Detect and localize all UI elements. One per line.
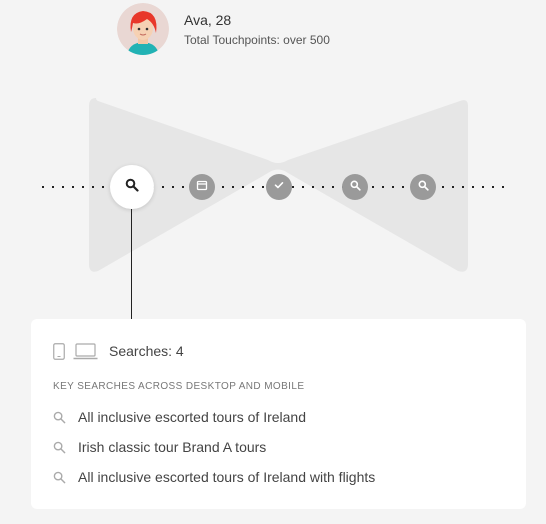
- mobile-icon: [53, 343, 65, 365]
- journey-node-search[interactable]: [410, 174, 436, 200]
- search-item[interactable]: All inclusive escorted tours of Ireland …: [53, 469, 375, 485]
- searches-count: Searches: 4: [109, 343, 184, 359]
- search-item[interactable]: Irish classic tour Brand A tours: [53, 439, 266, 455]
- section-title: KEY SEARCHES ACROSS DESKTOP AND MOBILE: [53, 381, 305, 392]
- avatar: [117, 3, 169, 55]
- timeline-dotted-line: [42, 186, 512, 188]
- search-icon: [418, 178, 429, 196]
- journey-node-search-active[interactable]: [110, 165, 154, 209]
- node-connector-line: [131, 209, 132, 319]
- touchpoints-label: Total Touchpoints: over 500: [184, 33, 330, 47]
- check-icon: [273, 178, 285, 196]
- device-icons: [53, 343, 98, 365]
- search-icon: [350, 178, 361, 196]
- journey-node-calendar[interactable]: [189, 174, 215, 200]
- journey-node-search[interactable]: [342, 174, 368, 200]
- search-text: All inclusive escorted tours of Ireland …: [78, 469, 376, 485]
- laptop-icon: [73, 343, 98, 365]
- search-text: All inclusive escorted tours of Ireland: [78, 409, 306, 425]
- bowtie-shape: [89, 98, 468, 272]
- search-detail-card: Searches: 4 KEY SEARCHES ACROSS DESKTOP …: [31, 319, 526, 509]
- search-icon: [125, 178, 139, 197]
- search-icon: [53, 440, 67, 454]
- search-text: Irish classic tour Brand A tours: [78, 439, 267, 455]
- search-icon: [53, 410, 67, 424]
- journey-node-check[interactable]: [266, 174, 292, 200]
- search-icon: [53, 470, 67, 484]
- calendar-icon: [196, 178, 208, 196]
- user-name: Ava, 28: [184, 12, 232, 28]
- search-item[interactable]: All inclusive escorted tours of Ireland: [53, 409, 306, 425]
